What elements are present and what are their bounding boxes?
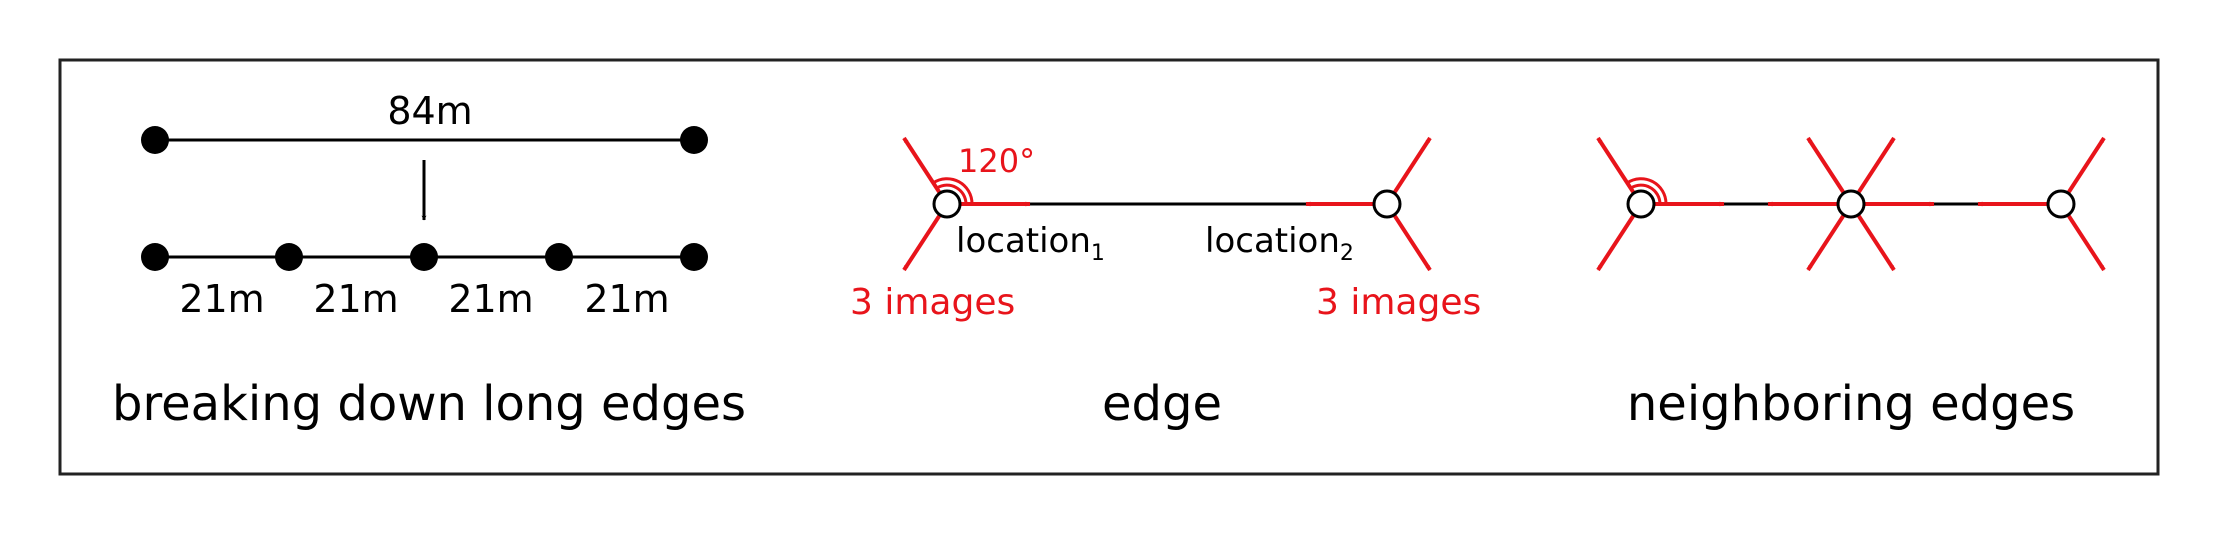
location-2-label: location2 [1205,221,1354,266]
long-edge-label: 84m [387,89,472,133]
angle-label: 120° [958,142,1035,180]
location-2-subscript: 2 [1340,241,1354,266]
location-node-1 [932,189,962,219]
panel-breakdown: 84m 21m 21m 21m 21m breaking down long e… [112,89,746,432]
edge-caption: edge [1102,376,1222,432]
angle-arc [932,177,974,205]
neighbor-node-b [1836,189,1866,219]
location-1-subscript: 1 [1091,241,1105,266]
long-edge-node-end [680,126,708,154]
location-1-label: location1 [956,221,1105,266]
panel-neighboring: neighboring edges [1596,136,2106,432]
long-edge-node-start [141,126,169,154]
angle-arc-inner [1630,183,1662,205]
breakdown-caption: breaking down long edges [112,376,746,432]
segment-label: 21m [448,277,533,321]
angle-arc-inner [936,183,968,205]
images-count-left: 3 images [850,282,1015,323]
segment-label: 21m [313,277,398,321]
location-node-2 [1372,189,1402,219]
angle-arc [1626,177,1668,205]
segment-label: 21m [179,277,264,321]
panel-edge: 120° location1 location2 3 images 3 imag… [850,136,1481,432]
neighboring-caption: neighboring edges [1627,376,2075,432]
segment-label: 21m [584,277,669,321]
neighbor-node-a [1626,189,1656,219]
segment-node-2 [275,243,303,271]
images-count-right: 3 images [1316,282,1481,323]
segment-node-4 [545,243,573,271]
segment-node-1 [141,243,169,271]
segment-node-3 [410,243,438,271]
figure-frame [58,58,2160,476]
neighbor-node-c [2046,189,2076,219]
segment-node-5 [680,243,708,271]
